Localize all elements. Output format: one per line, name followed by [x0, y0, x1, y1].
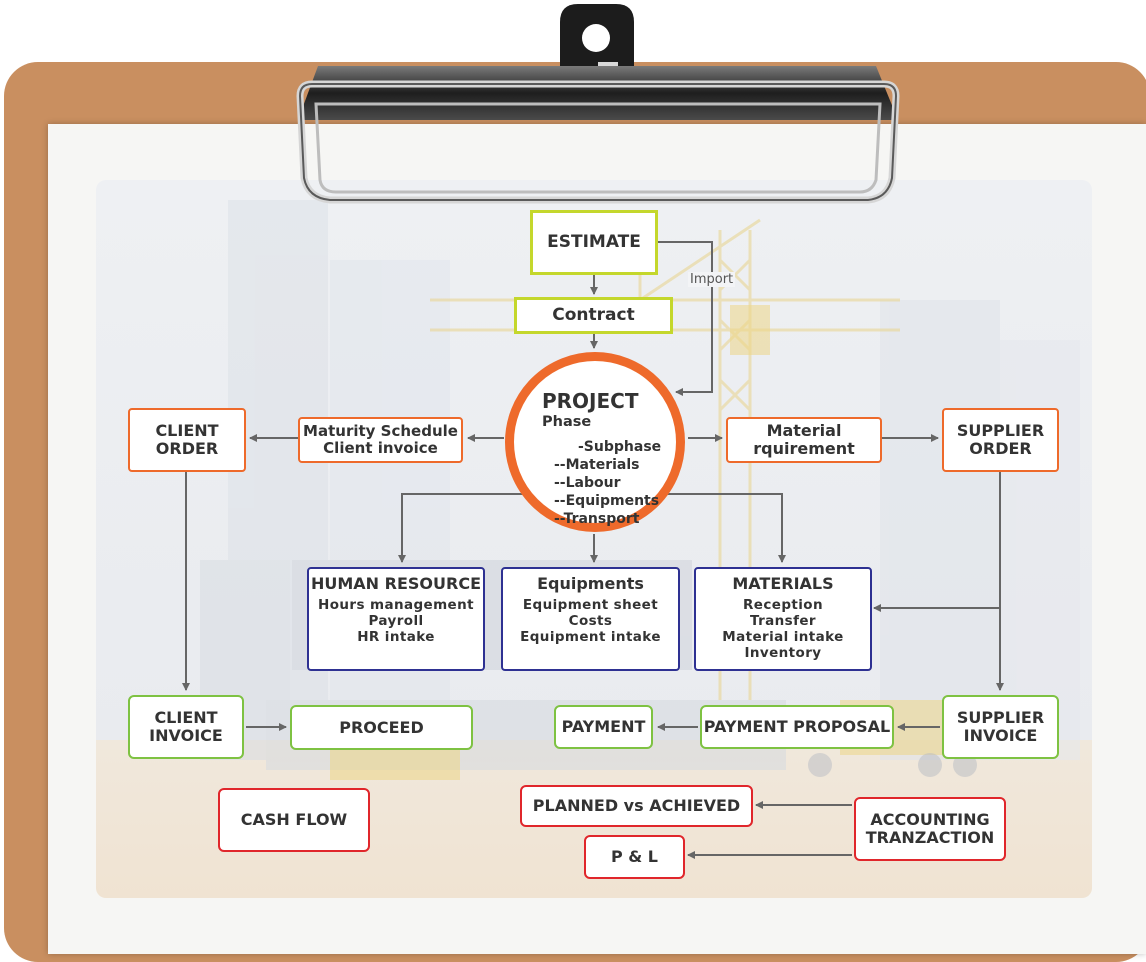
contract-node: Contract	[514, 297, 673, 334]
materials-item: Transfer	[749, 613, 816, 629]
supplier-invoice-line: SUPPLIER	[956, 708, 1045, 727]
maturity-schedule-node: Maturity Schedule Client invoice	[298, 417, 463, 463]
client-invoice-line: INVOICE	[149, 726, 223, 745]
materials-item: Material intake	[722, 629, 844, 645]
proceed-label: PROCEED	[339, 717, 424, 737]
arrow-project-materials	[648, 493, 786, 563]
accounting-line: ACCOUNTING	[870, 810, 990, 829]
material-req-line: rquirement	[753, 439, 855, 458]
human-resource-item: Payroll	[368, 613, 424, 629]
estimate-label: ESTIMATE	[547, 232, 641, 252]
contract-label: Contract	[552, 305, 635, 325]
client-order-node: CLIENT ORDER	[128, 408, 246, 472]
equipments-item: Equipment intake	[520, 629, 661, 645]
materials-item: Inventory	[744, 645, 822, 661]
import-label: Import	[688, 272, 736, 287]
materials-item: Reception	[743, 597, 823, 613]
client-order-line: CLIENT	[155, 421, 219, 440]
project-title: PROJECT	[542, 389, 639, 413]
proceed-node: PROCEED	[290, 705, 473, 750]
client-order-line: ORDER	[155, 439, 219, 458]
human-resource-node: HUMAN RESOURCE Hours management Payroll …	[307, 567, 485, 671]
arrow-estimate-import-project	[658, 241, 713, 396]
materials-title: MATERIALS	[732, 574, 834, 593]
equipments-item: Equipment sheet	[522, 597, 659, 613]
supplier-invoice-node: SUPPLIER INVOICE	[942, 695, 1059, 759]
accounting-line: TRANZACTION	[865, 828, 995, 847]
equipments-title: Equipments	[537, 574, 644, 593]
project-item: --Labour	[554, 475, 621, 491]
supplier-order-line: ORDER	[969, 439, 1032, 458]
human-resource-title: HUMAN RESOURCE	[310, 574, 481, 593]
supplier-invoice-line: INVOICE	[963, 726, 1038, 745]
material-requirement-node: Material rquirement	[726, 417, 882, 463]
arrow-project-human-resource	[398, 493, 540, 563]
pl-label: P & L	[610, 847, 658, 866]
estimate-node: ESTIMATE	[530, 210, 658, 275]
planned-vs-achieved-node: PLANNED vs ACHIEVED	[520, 785, 753, 827]
project-item: --Materials	[554, 457, 640, 473]
material-req-line: Material	[766, 421, 842, 440]
human-resource-item: HR intake	[357, 629, 435, 645]
planned-vs-achieved-label: PLANNED vs ACHIEVED	[532, 796, 741, 815]
project-item: --Transport	[554, 511, 640, 527]
payment-label: PAYMENT	[561, 717, 646, 736]
human-resource-item: Hours management	[318, 597, 474, 613]
payment-proposal-node: PAYMENT PROPOSAL	[700, 705, 894, 749]
equipments-item: Costs	[568, 613, 613, 629]
maturity-line: Maturity Schedule	[303, 422, 458, 440]
materials-node: MATERIALS Reception Transfer Material in…	[694, 567, 872, 671]
cash-flow-label: CASH FLOW	[240, 810, 348, 829]
project-node: PROJECT Phase -Subphase --Materials --La…	[505, 352, 685, 532]
pl-node: P & L	[584, 835, 685, 879]
accounting-node: ACCOUNTING TRANZACTION	[854, 797, 1006, 861]
supplier-order-node: SUPPLIER ORDER	[942, 408, 1059, 472]
project-item: -Subphase	[578, 439, 662, 455]
project-phase: Phase	[542, 414, 592, 430]
maturity-line: Client invoice	[323, 439, 438, 457]
payment-proposal-label: PAYMENT PROPOSAL	[703, 717, 891, 736]
client-invoice-node: CLIENT INVOICE	[128, 695, 244, 759]
equipments-node: Equipments Equipment sheet Costs Equipme…	[501, 567, 680, 671]
supplier-order-line: SUPPLIER	[956, 421, 1045, 440]
cash-flow-node: CASH FLOW	[218, 788, 370, 852]
client-invoice-line: CLIENT	[154, 708, 218, 727]
payment-node: PAYMENT	[554, 705, 653, 749]
project-item: --Equipments	[554, 493, 660, 509]
